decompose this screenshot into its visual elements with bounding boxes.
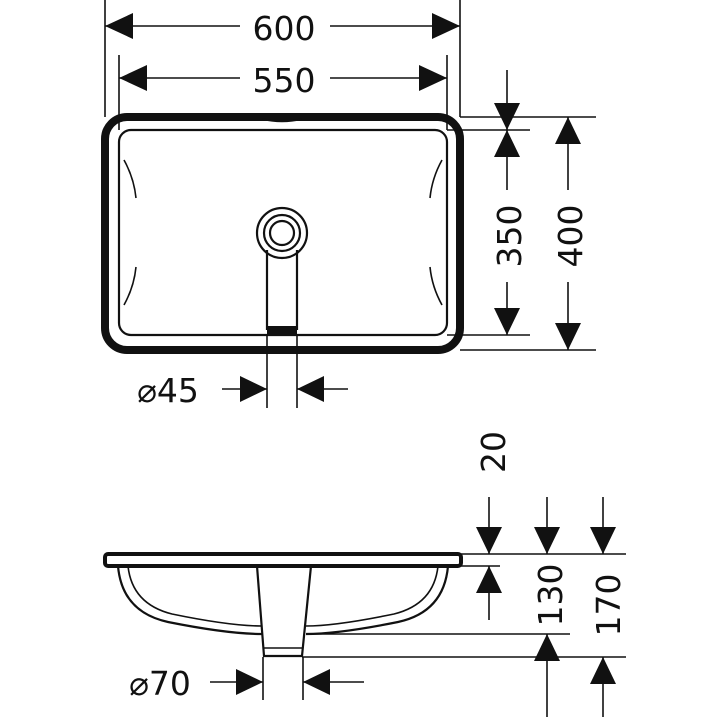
dim-bowl-depth: 130 xyxy=(531,564,570,627)
side-view: 20 130 170 ⌀70 xyxy=(103,431,628,717)
dim-depth-outer: 400 xyxy=(551,205,590,268)
overflow-outlet xyxy=(267,326,297,334)
dim-total-depth: 170 xyxy=(589,574,628,637)
corner-curve xyxy=(123,266,137,306)
outlet-body xyxy=(255,565,313,658)
arrow-up xyxy=(590,657,616,684)
arrow-up xyxy=(494,130,520,157)
corner-curve xyxy=(429,159,443,199)
rim-notch xyxy=(261,118,303,123)
dim-outlet-diameter: ⌀70 xyxy=(129,664,191,703)
corner-curve xyxy=(429,266,443,306)
arrow-right xyxy=(236,669,263,695)
drain-middle-ring xyxy=(262,213,302,253)
bowl-inner-right-curve xyxy=(305,565,439,627)
basin-outer-outline xyxy=(101,113,464,354)
arrow-left xyxy=(303,669,330,695)
arrow-down xyxy=(534,527,560,554)
dim-depth-inner: 350 xyxy=(490,205,529,268)
arrow-down xyxy=(494,308,520,335)
corner-curve xyxy=(123,159,137,199)
arrow-down xyxy=(590,527,616,554)
arrow-left xyxy=(297,376,324,402)
arrow-up xyxy=(534,634,560,661)
drain-inner-ring xyxy=(268,219,296,247)
arrow-left xyxy=(119,65,147,91)
arrow-down xyxy=(555,323,581,350)
dim-drain-diameter: ⌀45 xyxy=(137,371,199,410)
arrow-down xyxy=(476,527,502,554)
dim-width-outer: 600 xyxy=(253,9,316,48)
bowl-right-curve xyxy=(305,565,450,636)
dim-width-inner: 550 xyxy=(253,61,316,100)
bowl-inner-left-curve xyxy=(127,565,263,627)
basin-rim xyxy=(103,552,463,568)
arrow-right xyxy=(432,13,460,39)
arrow-right xyxy=(240,376,267,402)
bowl-left-curve xyxy=(116,565,263,636)
arrow-down xyxy=(494,103,520,130)
arrow-up xyxy=(555,117,581,144)
drain-outer-ring xyxy=(255,206,309,260)
top-view: 600 550 350 400 ⌀45 xyxy=(101,0,596,410)
arrow-up xyxy=(476,566,502,593)
basin-inner-outline xyxy=(117,128,449,337)
arrow-left xyxy=(105,13,133,39)
arrow-right xyxy=(419,65,447,91)
dim-rim-thickness: 20 xyxy=(474,431,513,473)
